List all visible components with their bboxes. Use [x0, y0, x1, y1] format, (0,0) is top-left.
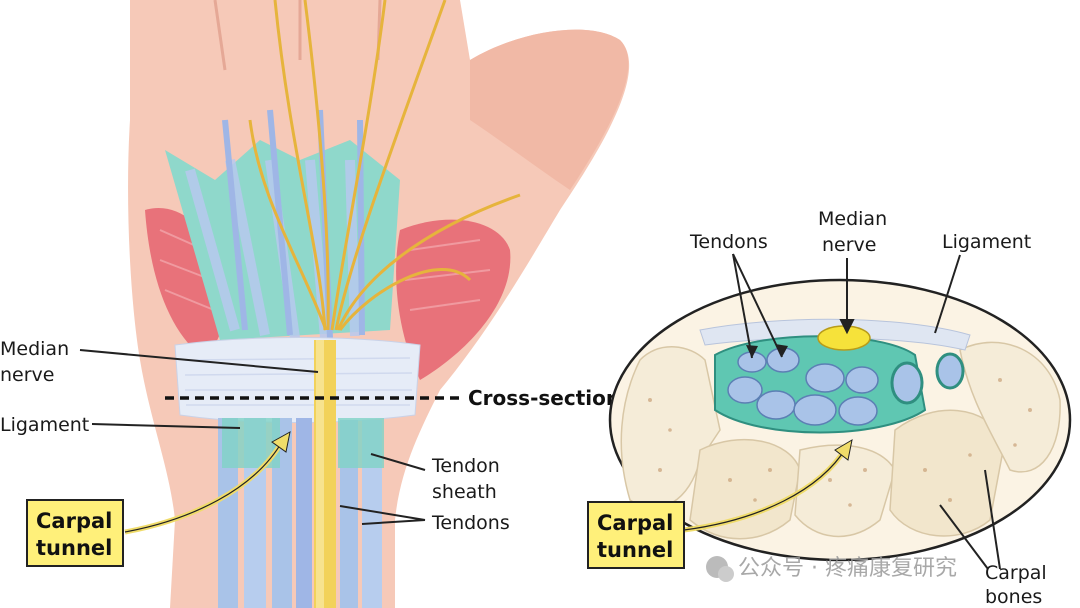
- label-median-nerve-l2: nerve: [0, 364, 54, 386]
- carpal-tunnel-callout-right: Carpal tunnel: [587, 501, 685, 569]
- label-carpal-bones-l2: bones: [985, 586, 1042, 608]
- forearm-tendons: [218, 418, 384, 608]
- watermark-text: 公众号 · 疼痛康复研究: [738, 556, 957, 581]
- carpal-tunnel-callout-left: Carpal tunnel: [26, 499, 124, 567]
- hand-illustration: [79, 0, 630, 608]
- label-tendons-right: Tendons: [689, 231, 768, 253]
- watermark: 公众号 · 疼痛康复研究: [706, 556, 957, 582]
- carpal-bone-5: [959, 341, 1061, 473]
- cross-median-nerve: [817, 325, 871, 351]
- label-median-nerve-right-l1: Median: [818, 208, 887, 230]
- label-cross-section: Cross-section: [468, 386, 620, 410]
- label-carpal-bones-l1: Carpal: [985, 562, 1047, 584]
- transverse-ligament: [174, 337, 421, 423]
- label-tendon-sheath-l1: Tendon: [431, 455, 500, 477]
- callout-right-l1: Carpal: [597, 511, 673, 535]
- callout-left-l1: Carpal: [36, 509, 112, 533]
- callout-right-l2: tunnel: [597, 538, 673, 562]
- thenar-muscle: [396, 219, 511, 380]
- thumb-shading: [470, 29, 629, 190]
- cross-tendons: [727, 347, 879, 426]
- carpal-bone-4: [889, 409, 1006, 537]
- label-tendon-sheath-l2: sheath: [432, 481, 497, 503]
- label-ligament: Ligament: [0, 414, 89, 436]
- label-ligament-right: Ligament: [942, 231, 1031, 253]
- label-tendons-left: Tendons: [431, 512, 510, 534]
- callout-left-l2: tunnel: [36, 536, 112, 560]
- label-median-nerve-l1: Median: [0, 338, 69, 360]
- label-median-nerve-right-l2: nerve: [822, 234, 876, 256]
- carpal-bone-3: [794, 444, 896, 538]
- nerve-branches: [248, 0, 521, 331]
- cross-section-illustration: [608, 253, 1072, 570]
